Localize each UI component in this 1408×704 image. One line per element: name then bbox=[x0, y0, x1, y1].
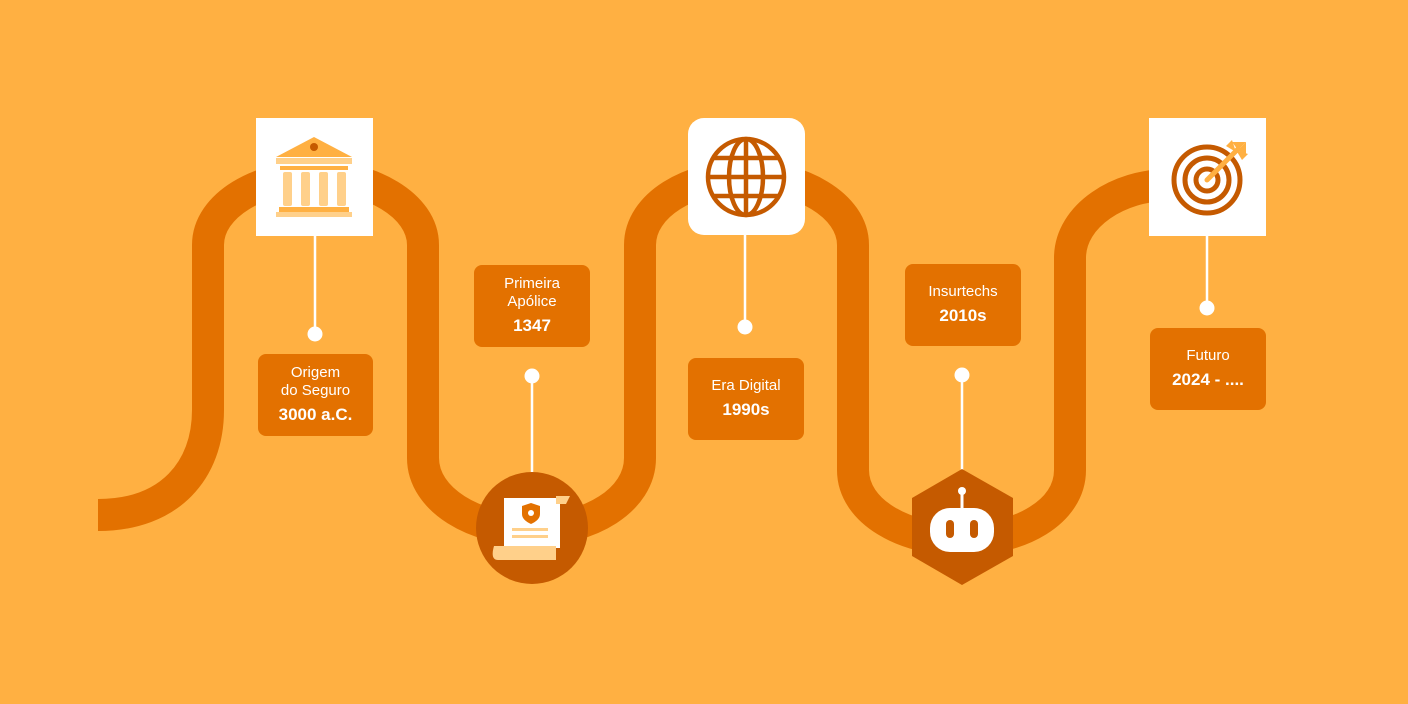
scroll-policy-icon bbox=[476, 472, 588, 584]
connector-futuro bbox=[1199, 236, 1215, 316]
milestone-title: Insurtechs bbox=[928, 283, 998, 300]
milestone-year: 1990s bbox=[722, 400, 770, 419]
milestone-title: Origem do Seguro bbox=[280, 364, 351, 399]
connector-apolice bbox=[524, 368, 540, 473]
milestone-digital: Era Digital 1990s bbox=[688, 358, 804, 440]
milestone-insurtechs: Insurtechs 2010s bbox=[905, 264, 1021, 346]
milestone-futuro: Futuro 2024 - .... bbox=[1150, 328, 1266, 410]
bank-building-icon bbox=[256, 118, 373, 236]
robot-icon bbox=[912, 469, 1013, 585]
connector-digital bbox=[737, 234, 753, 335]
connector-origem bbox=[307, 236, 323, 342]
milestone-origem: Origem do Seguro 3000 a.C. bbox=[258, 354, 373, 436]
globe-icon bbox=[688, 118, 805, 235]
milestone-year: 2024 - .... bbox=[1172, 370, 1244, 389]
milestone-year: 1347 bbox=[513, 316, 551, 335]
milestone-year: 3000 a.C. bbox=[278, 405, 353, 424]
milestone-apolice: Primeira Apólice 1347 bbox=[474, 265, 590, 347]
milestone-title: Futuro bbox=[1186, 347, 1230, 364]
milestone-year: 2010s bbox=[939, 306, 987, 325]
milestone-title: Primeira Apólice bbox=[504, 275, 560, 310]
milestone-title: Era Digital bbox=[711, 377, 781, 394]
connector-insurtechs bbox=[954, 367, 970, 470]
target-arrow-icon bbox=[1149, 118, 1266, 236]
